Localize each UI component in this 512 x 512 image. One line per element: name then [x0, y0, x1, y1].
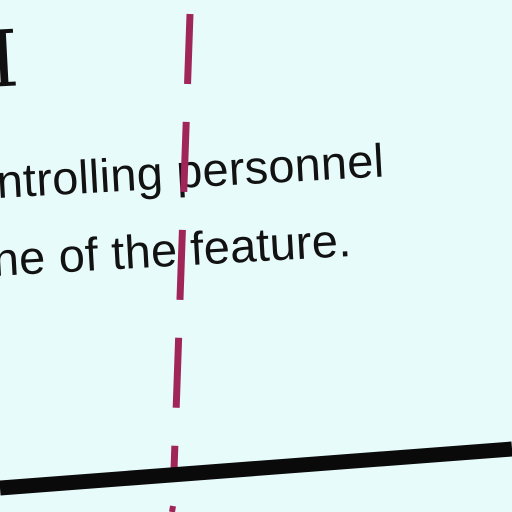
- text-line-2: ne of the feature.: [0, 213, 353, 286]
- bottom-border-line: [0, 441, 512, 496]
- partial-glyph: I: [0, 14, 22, 106]
- text-line-1: ntrolling personnel: [0, 133, 386, 208]
- dashed-boundary-tail: [169, 505, 176, 512]
